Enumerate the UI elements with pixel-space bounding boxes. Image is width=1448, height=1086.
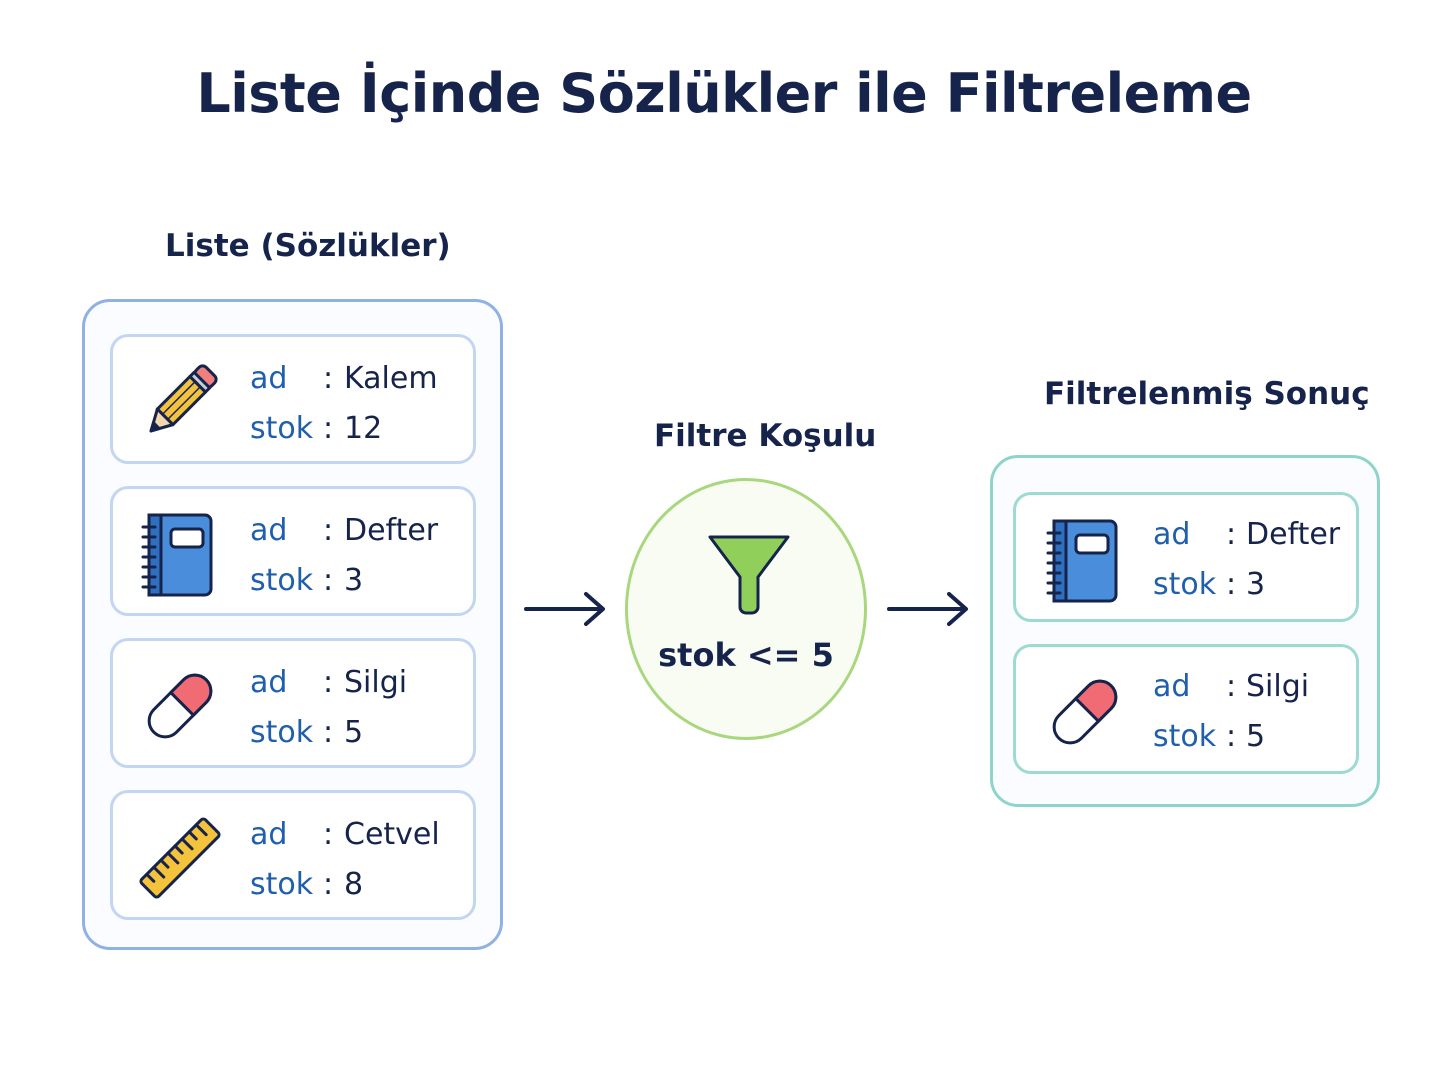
key-ad: ad [250,665,288,700]
source-list-panel: ad : Kalem stok : 12 ad [82,299,503,950]
key-stok: stok [250,411,314,446]
key-ad: ad [250,817,288,852]
filter-condition-circle: stok <= 5 [625,478,867,740]
separator: : [323,513,334,548]
key-ad: ad [1153,669,1191,704]
notebook-icon [135,509,225,599]
value-stok: 8 [344,867,364,902]
list-item: ad : Kalem stok : 12 [110,334,476,464]
separator: : [323,665,334,700]
separator: : [323,361,334,396]
list-item: ad : Cetvel stok : 8 [110,790,476,920]
key-ad: ad [250,361,288,396]
separator: : [323,817,334,852]
value-stok: 5 [344,715,364,750]
eraser-icon [135,661,225,751]
result-item: ad : Silgi stok : 5 [1013,644,1359,774]
value-ad: Silgi [1246,669,1310,704]
filter-condition: stok <= 5 [658,636,834,674]
pencil-icon [135,357,225,447]
separator: : [1226,517,1237,552]
separator: : [323,563,334,598]
key-ad: ad [1153,517,1191,552]
value-stok: 5 [1246,719,1266,754]
key-stok: stok [1153,719,1217,754]
value-ad: Kalem [344,361,438,396]
separator: : [323,715,334,750]
value-ad: Silgi [344,665,408,700]
result-list-panel: ad : Defter stok : 3 ad : Silgi stok : [990,455,1380,807]
page-title: Liste İçinde Sözlükler ile Filtreleme [196,62,1252,125]
arrow-right-icon [524,592,605,626]
key-stok: stok [250,715,314,750]
funnel-icon [708,535,790,615]
key-ad: ad [250,513,288,548]
list-item: ad : Defter stok : 3 [110,486,476,616]
separator: : [1226,669,1237,704]
list-item: ad : Silgi stok : 5 [110,638,476,768]
result-label: Filtrelenmiş Sonuç [1044,376,1370,412]
key-stok: stok [250,563,314,598]
value-stok: 3 [344,563,364,598]
key-stok: stok [1153,567,1217,602]
separator: : [323,867,334,902]
value-ad: Cetvel [344,817,440,852]
ruler-icon [135,813,225,903]
separator: : [323,411,334,446]
notebook-icon [1040,515,1130,605]
arrow-right-icon [887,592,968,626]
list-label: Liste (Sözlükler) [165,228,451,264]
result-item: ad : Defter stok : 3 [1013,492,1359,622]
value-ad: Defter [1246,517,1341,552]
key-stok: stok [250,867,314,902]
value-stok: 3 [1246,567,1266,602]
eraser-icon [1040,667,1130,757]
value-ad: Defter [344,513,439,548]
separator: : [1226,719,1237,754]
filter-label: Filtre Koşulu [654,418,877,454]
value-stok: 12 [344,411,383,446]
separator: : [1226,567,1237,602]
